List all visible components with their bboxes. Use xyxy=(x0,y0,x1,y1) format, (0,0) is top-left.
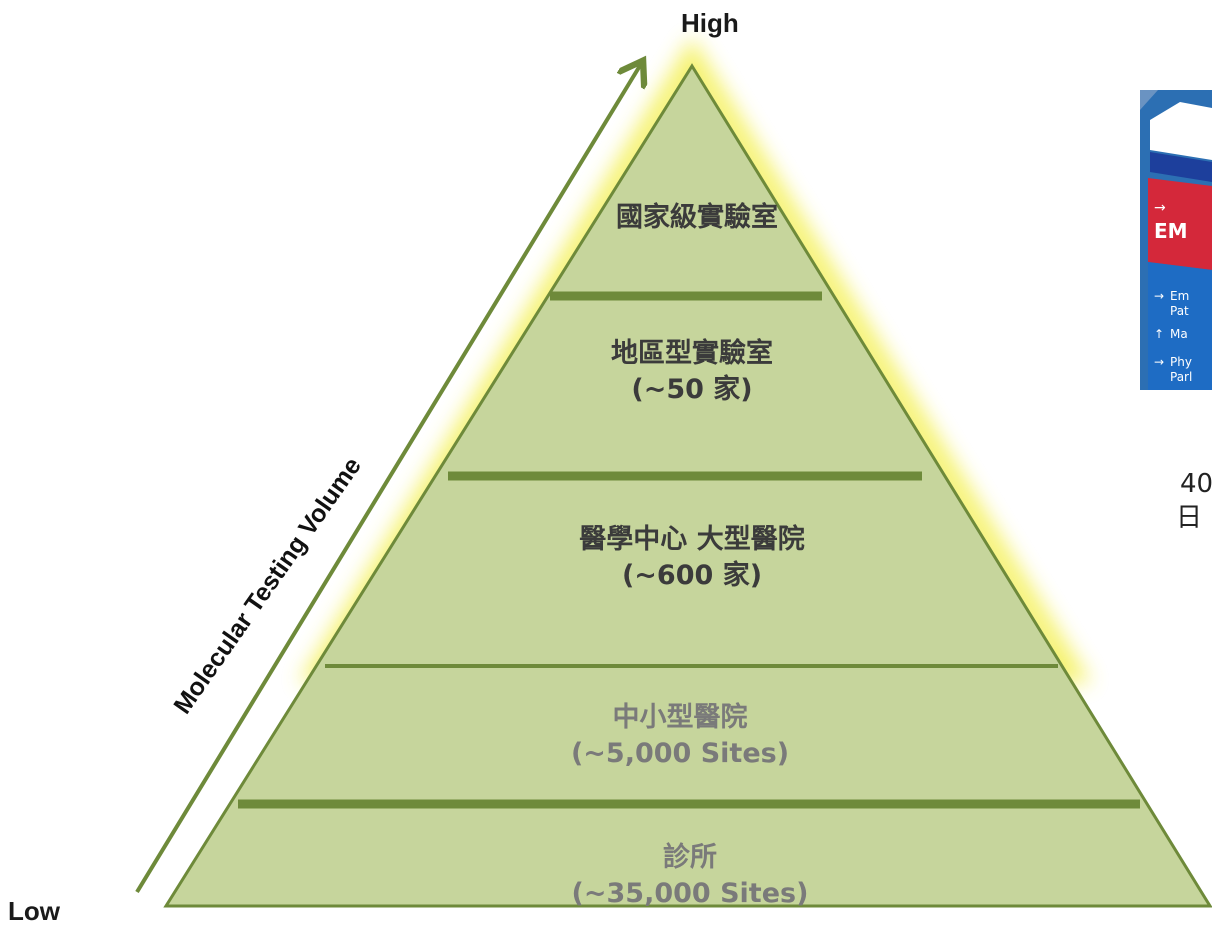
svg-text:Phy: Phy xyxy=(1170,355,1192,369)
svg-text:Parl: Parl xyxy=(1170,370,1192,384)
svg-text:Pat: Pat xyxy=(1170,304,1189,318)
tier-name: 地區型實驗室 xyxy=(611,338,773,369)
svg-text:Em: Em xyxy=(1170,289,1189,303)
tier-national: 國家級實驗室 xyxy=(616,200,778,236)
high-label: High xyxy=(681,8,739,38)
sign-main-text: EM xyxy=(1154,219,1188,243)
pyramid-body xyxy=(163,63,1212,908)
tier-name: 中小型醫院 xyxy=(612,702,748,733)
svg-text:↑: ↑ xyxy=(1154,327,1164,341)
svg-text:Ma: Ma xyxy=(1170,327,1188,341)
tier-name: 診所 xyxy=(662,842,717,873)
tier-name: 醫學中心 大型醫院 xyxy=(579,524,805,555)
low-label: Low xyxy=(8,896,60,926)
hospital-sign-photo: → EM → Em Pat ↑ Ma → Phy Parl xyxy=(1140,90,1212,390)
svg-text:→: → xyxy=(1154,355,1164,369)
tier-clinic: 診所 (~35,000 Sites) xyxy=(572,840,809,913)
tier-count: (~35,000 Sites) xyxy=(571,878,809,910)
tier-count: (~50 家) xyxy=(631,374,753,406)
caption-line-2: 日 xyxy=(1176,502,1203,533)
svg-text:→: → xyxy=(1154,289,1164,303)
tier-medical-center: 醫學中心 大型醫院 (~600 家) xyxy=(579,522,804,595)
tier-small-hospital: 中小型醫院 (~5,000 Sites) xyxy=(571,700,789,773)
volume-arrow xyxy=(135,64,641,894)
tier-name: 國家級實驗室 xyxy=(616,202,778,233)
svg-text:→: → xyxy=(1154,200,1166,216)
tier-count: (~5,000 Sites) xyxy=(570,738,790,770)
photo-caption: 40 日 xyxy=(1176,468,1212,536)
tier-count: (~600 家) xyxy=(621,560,763,592)
tier-regional: 地區型實驗室 (~50 家) xyxy=(611,336,773,409)
caption-line-1: 40 xyxy=(1180,469,1212,499)
